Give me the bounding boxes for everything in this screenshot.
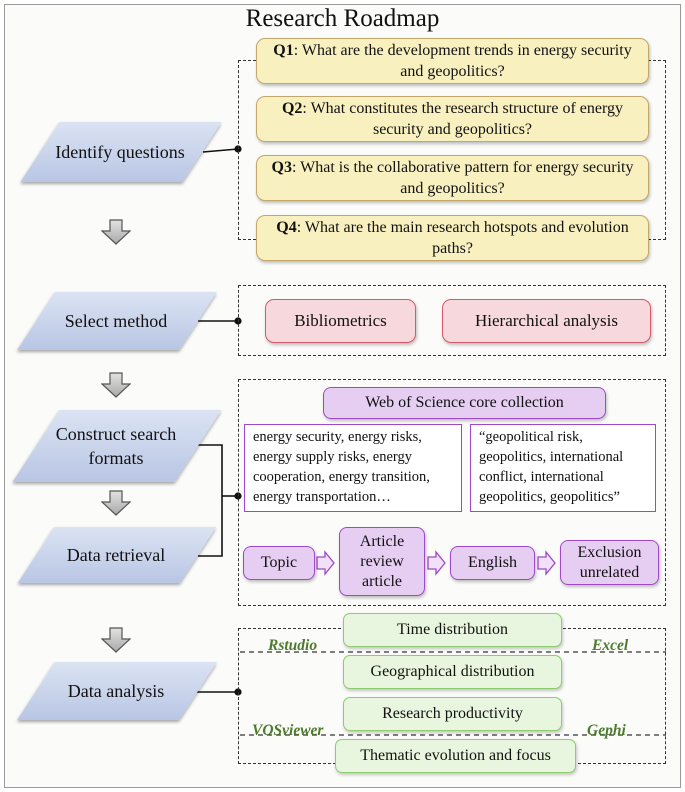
filter-exclusion-unrelated: Exclusion unrelated — [560, 540, 659, 585]
question-text: : What constitutes the research structur… — [302, 100, 624, 138]
down-arrow-icon — [101, 219, 131, 245]
question-id: Q3 — [271, 159, 292, 176]
connector-dot — [234, 492, 242, 500]
method-hierarchical-analysis: Hierarchical analysis — [442, 299, 651, 343]
connector-search-retrieval-bracket — [198, 444, 223, 557]
tool-rstudio: Rstudio — [268, 637, 318, 654]
analysis-time-distribution: Time distribution — [343, 613, 562, 647]
question-q2: Q2: What constitutes the research struct… — [256, 96, 649, 142]
down-arrow-icon — [101, 627, 131, 653]
filter-topic: Topic — [243, 546, 315, 580]
flow-arrow-icon — [316, 550, 335, 576]
question-q3: Q3: What is the collaborative pattern fo… — [256, 155, 649, 201]
methods-group — [238, 285, 666, 356]
down-arrow-icon — [101, 490, 131, 516]
questions-group — [238, 60, 666, 240]
geopolitics-keywords-box: “geopolitical risk, geopolitics, interna… — [470, 424, 656, 512]
step-data-retrieval-label: Data retrieval — [66, 545, 166, 565]
down-arrow-icon — [101, 372, 131, 398]
question-id: Q1 — [273, 42, 294, 59]
connector-dot — [234, 688, 242, 696]
step-construct-search-label: Construct search formats — [55, 424, 177, 468]
energy-keywords-box: energy security, energy risks, energy su… — [244, 424, 462, 512]
diagram-title: Research Roadmap — [245, 5, 440, 32]
question-text: : What is the collaborative pattern for … — [291, 159, 634, 197]
connector-dot — [234, 145, 242, 153]
tool-vosviewer: VOSviewer — [252, 722, 324, 739]
question-q1: Q1: What are the development trends in e… — [256, 38, 649, 84]
database-web-of-science: Web of Science core collection — [323, 387, 606, 419]
filter-article-review: Article review article — [339, 527, 425, 596]
analysis-thematic-evolution: Thematic evolution and focus — [335, 739, 576, 773]
method-bibliometrics: Bibliometrics — [265, 299, 416, 343]
question-id: Q2 — [281, 100, 303, 117]
question-q4: Q4: What are the main research hotspots … — [256, 215, 649, 261]
connector-identify-questions — [202, 148, 239, 153]
filter-english: English — [450, 546, 535, 580]
analysis-research-productivity: Research productivity — [343, 697, 562, 731]
tool-excel: Excel — [592, 637, 629, 654]
question-id: Q4 — [276, 219, 297, 236]
question-text: : What are the development trends in ene… — [293, 42, 632, 80]
step-select-method-label: Select method — [64, 311, 168, 331]
step-data-analysis-label: Data analysis — [67, 681, 165, 701]
step-identify-questions-label: Identify questions — [55, 142, 185, 162]
tool-gephi: Gephi — [587, 722, 626, 739]
search-group — [238, 379, 666, 606]
flow-arrow-icon — [427, 550, 446, 576]
flow-arrow-icon — [537, 550, 556, 576]
question-text: : What are the main research hotspots an… — [296, 219, 629, 257]
analysis-geographical-distribution: Geographical distribution — [343, 655, 562, 689]
connector-dot — [234, 317, 242, 325]
